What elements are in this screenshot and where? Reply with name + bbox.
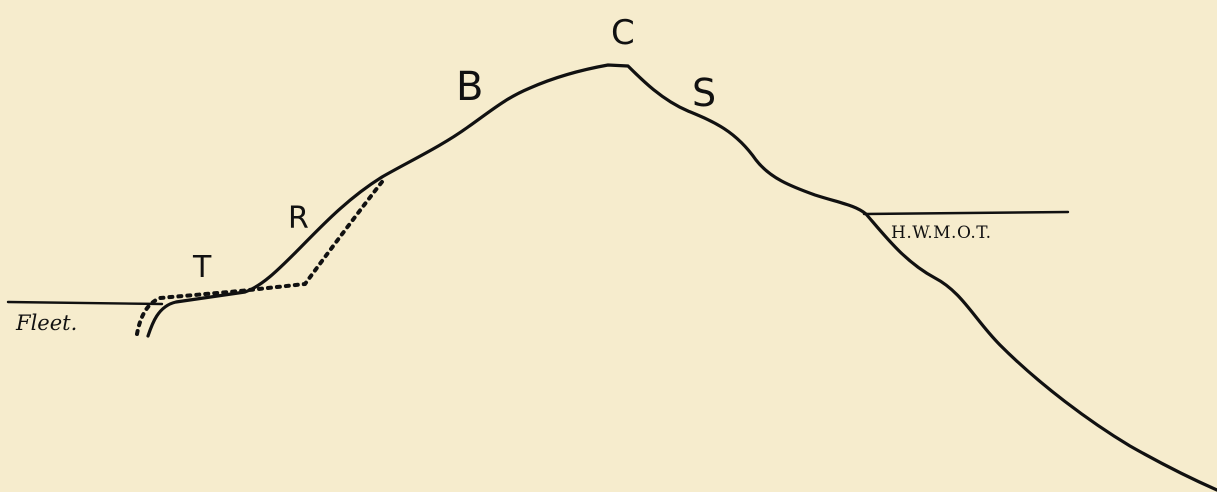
label-b: B bbox=[456, 67, 483, 107]
label-hwmot: H.W.M.O.T. bbox=[891, 225, 992, 242]
label-t: T bbox=[193, 253, 211, 283]
label-c: C bbox=[611, 16, 635, 50]
label-fleet: Fleet. bbox=[16, 313, 77, 334]
label-s: S bbox=[692, 74, 716, 112]
high-water-mark-line bbox=[864, 212, 1068, 214]
fleet-level-line bbox=[8, 302, 162, 304]
label-r: R bbox=[288, 204, 309, 234]
